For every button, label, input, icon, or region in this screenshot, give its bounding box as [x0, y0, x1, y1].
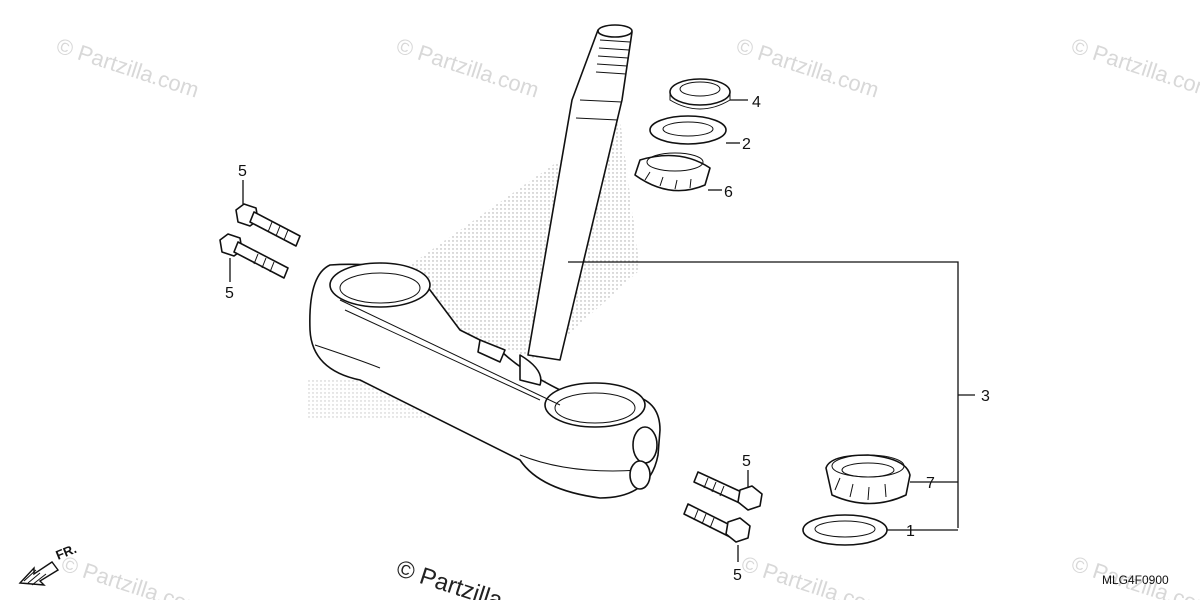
- callout-1: 1: [906, 523, 915, 540]
- watermark-text: © Partzilla.com: [53, 33, 202, 103]
- callout-5-left: 5: [225, 285, 234, 302]
- diagram-code: MLG4F0900: [1102, 573, 1169, 587]
- flange-bolt-lower-1: [693, 471, 763, 511]
- lower-triple-clamp: [309, 262, 661, 499]
- watermark-group: © Partzilla.com © Partzilla.com © Partzi…: [53, 33, 1200, 600]
- watermark-text: © Partzilla.com: [1068, 33, 1200, 103]
- callout-labels: 4 2 6 5 5 3 5 7 1 5: [225, 94, 990, 584]
- leader-lines: [229, 99, 975, 562]
- callout-2: 2: [742, 136, 751, 153]
- flange-bolt-lower-2: [683, 503, 751, 543]
- watermark-text: © Partzilla.com: [738, 551, 887, 600]
- callout-5-lower: 5: [742, 453, 751, 470]
- flange-bolt-upper-2: [219, 233, 289, 279]
- steering-stem-nut: [669, 78, 731, 110]
- flange-bolt-upper-1: [235, 203, 301, 247]
- callout-4: 4: [752, 94, 761, 111]
- callout-5-bottom: 5: [733, 567, 742, 584]
- watermark-text: © Partzilla.com: [393, 33, 542, 103]
- watermark-large-text: © Partzilla: [393, 555, 506, 600]
- watermark-text: © Partzilla.com: [733, 33, 882, 103]
- lower-bearing: [825, 454, 911, 505]
- callout-6: 6: [724, 184, 733, 201]
- callout-3: 3: [981, 388, 990, 405]
- front-direction-arrow-icon: FR.: [18, 541, 79, 586]
- direction-label: FR.: [54, 541, 79, 563]
- steering-stem-shaft: [527, 24, 633, 361]
- callout-5-upper: 5: [238, 163, 247, 180]
- watermark-text: © Partzilla.com: [58, 551, 207, 600]
- dust-seal-lower: [802, 514, 888, 546]
- callout-7: 7: [926, 475, 935, 492]
- dust-seal-upper: [649, 115, 727, 145]
- upper-bearing: [634, 152, 711, 192]
